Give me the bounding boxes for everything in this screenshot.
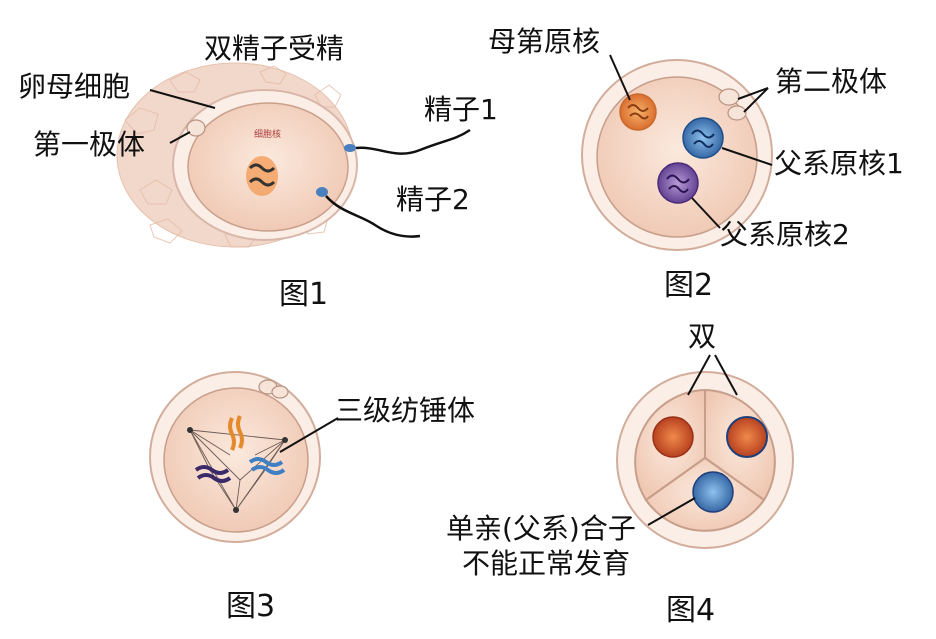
maternal-chromosomes (228, 415, 244, 451)
spindle-pole-2 (282, 437, 288, 443)
figure2-drawing (581, 54, 773, 251)
oocyte-leader-line (149, 89, 216, 109)
maternal-pronucleus-label: 母第原核 (488, 25, 601, 58)
second-polar-body-label: 第二极体 (775, 65, 888, 98)
figure3-drawing (149, 371, 339, 543)
sperm-2 (316, 187, 421, 238)
meiotic-spindle (246, 156, 278, 196)
paternal-chromosomes-2 (248, 457, 286, 475)
figure1-title-label: 双精子受精 (204, 32, 345, 65)
figure4-top-label: 双 (688, 320, 717, 353)
polar-body-leader-line-2 (743, 87, 769, 113)
double-label-leader-line-1 (687, 354, 711, 396)
paternal-pronucleus-2-leader-line (691, 197, 721, 229)
paternal-pronucleus1-label: 父系原核1 (774, 147, 904, 180)
spindle-leader-line (279, 417, 339, 453)
blastomere-left-nucleus (652, 416, 694, 458)
first-polar-body (186, 119, 206, 137)
paternal-pronucleus-1 (682, 117, 724, 159)
spindle-label: 三级纺锤体 (335, 394, 476, 427)
second-polar-body-2 (727, 105, 747, 121)
polar-body-leader-line-1 (737, 87, 769, 100)
paternal-pronucleus-1-leader-line (721, 147, 773, 166)
oocyte-label: 卵母细胞 (18, 70, 131, 103)
second-polar-body-1 (718, 88, 740, 106)
blastomere-bottom-nucleus (692, 471, 734, 513)
polar-body-3b (271, 385, 289, 399)
sperm1-label: 精子1 (424, 93, 498, 126)
uniparental-label-line1: 单亲(父系)合子 (446, 512, 636, 545)
uniparental-leader-line (647, 497, 696, 526)
uniparental-label-line2: 不能正常发育 (462, 547, 631, 580)
tripolar-spindle (189, 429, 286, 511)
sperm2-label: 精子2 (396, 183, 470, 216)
nucleus-text: 细胞核 (254, 130, 282, 140)
first-polar-body-label: 第一极体 (33, 128, 146, 161)
spindle-pole-3 (233, 507, 239, 513)
polar-body-leader-line (169, 131, 191, 144)
maternal-pronucleus-leader-line (609, 54, 631, 101)
figure4-caption: 图4 (666, 593, 716, 628)
maternal-pronucleus (619, 93, 657, 131)
paternal-pronucleus-2 (657, 162, 699, 204)
figure4-drawing (616, 354, 794, 549)
figure1-caption: 图1 (279, 277, 329, 312)
blastomere-right-nucleus (726, 416, 768, 458)
double-label-leader-line-2 (714, 354, 738, 396)
spindle-pole-1 (187, 427, 193, 433)
paternal-chromosomes-1 (194, 465, 232, 483)
sperm-1 (344, 128, 471, 155)
paternal-pronucleus2-label: 父系原核2 (720, 218, 850, 251)
figure1-drawing (116, 62, 471, 248)
figure3-caption: 图3 (226, 589, 276, 624)
zygote3-cytoplasm (163, 387, 309, 533)
figure2-caption: 图2 (664, 268, 714, 303)
